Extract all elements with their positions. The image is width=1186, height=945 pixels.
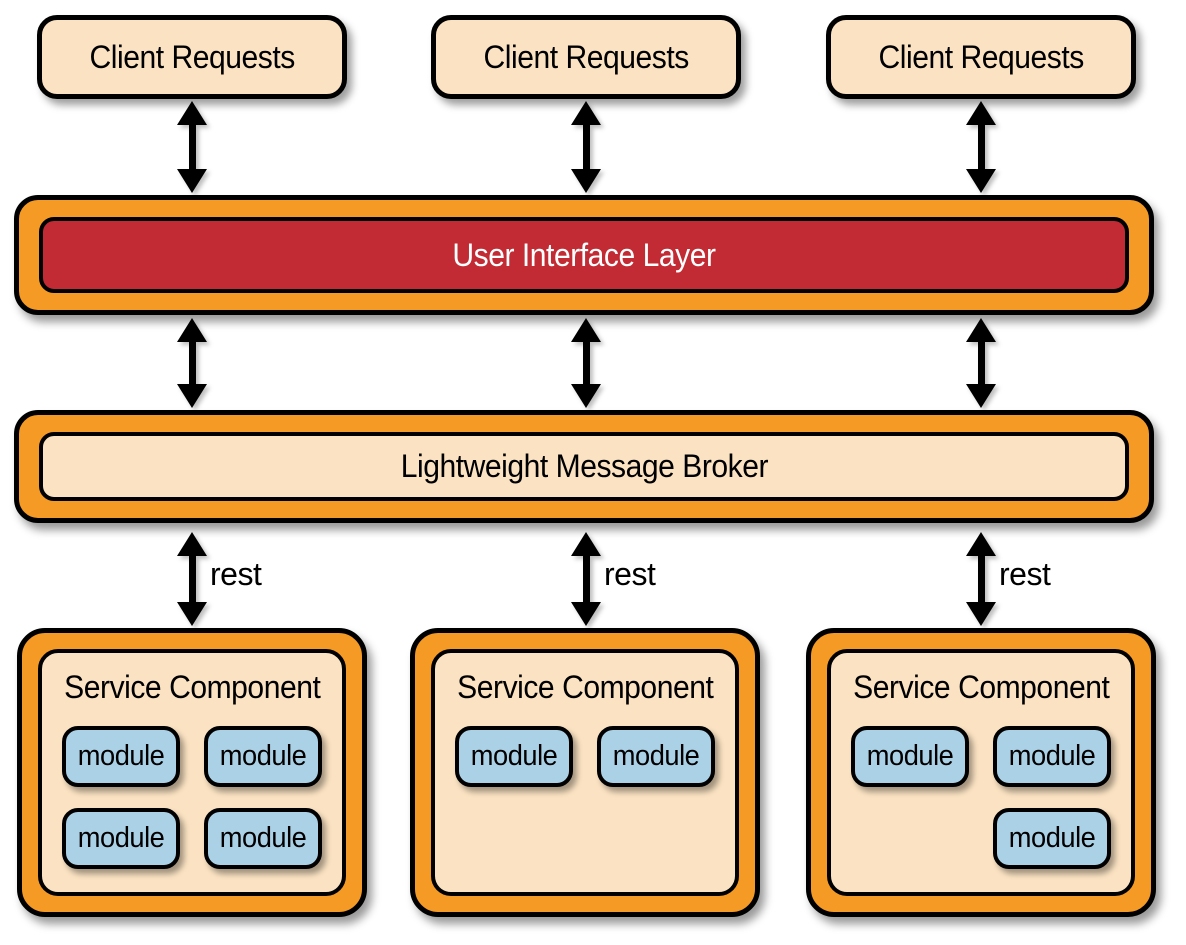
module-label: module	[866, 740, 954, 772]
arrowhead-up-icon	[177, 101, 207, 125]
client-requests-box-1: Client Requests	[37, 15, 347, 99]
double-arrow-icon	[571, 532, 601, 626]
double-arrow-icon	[571, 318, 601, 408]
service-component-title: Service Component	[63, 669, 321, 705]
message-broker-bar: Lightweight Message Broker	[39, 432, 1129, 501]
ui-layer-label: User Interface Layer	[452, 236, 716, 273]
module-box: module	[455, 726, 573, 787]
arrow-shaft	[977, 339, 985, 387]
module-box: module	[993, 808, 1111, 869]
arrow-shaft	[582, 553, 590, 605]
module-box: module	[62, 808, 180, 869]
module-label: module	[77, 822, 165, 854]
module-label: module	[612, 740, 700, 772]
rest-label: rest	[604, 556, 656, 592]
service-component-1: Service Component module module module m…	[17, 628, 367, 917]
service-component-2: Service Component module module	[410, 628, 760, 917]
module-label: module	[219, 822, 307, 854]
module-label: module	[1008, 740, 1096, 772]
arrow-shaft	[977, 553, 985, 605]
arrowhead-up-icon	[571, 101, 601, 125]
rest-label: rest	[999, 556, 1051, 592]
module-box: module	[993, 726, 1111, 787]
arrowhead-down-icon	[571, 384, 601, 408]
arrowhead-up-icon	[966, 101, 996, 125]
module-box: module	[851, 726, 969, 787]
double-arrow-icon	[966, 101, 996, 193]
arrow-shaft	[582, 339, 590, 387]
module-box: module	[597, 726, 715, 787]
service-component-title: Service Component	[852, 669, 1110, 705]
client-requests-box-2: Client Requests	[431, 15, 741, 99]
arrowhead-down-icon	[177, 384, 207, 408]
client-requests-box-3: Client Requests	[826, 15, 1136, 99]
module-box: module	[204, 808, 322, 869]
client-requests-label: Client Requests	[89, 38, 295, 75]
arrow-shaft	[188, 122, 196, 172]
service-component-inner: Service Component module module module	[827, 649, 1135, 896]
arrowhead-down-icon	[571, 602, 601, 626]
arrowhead-up-icon	[966, 318, 996, 342]
message-broker-container: Lightweight Message Broker	[14, 410, 1154, 523]
module-grid: module module	[455, 726, 715, 787]
double-arrow-icon	[966, 532, 996, 626]
service-component-inner: Service Component module module module m…	[38, 649, 346, 896]
service-component-3: Service Component module module module	[806, 628, 1156, 917]
module-grid: module module module	[851, 726, 1111, 869]
double-arrow-icon	[177, 101, 207, 193]
service-component-inner: Service Component module module	[431, 649, 739, 896]
rest-label: rest	[210, 556, 262, 592]
module-label: module	[1008, 822, 1096, 854]
arrow-shaft	[977, 122, 985, 172]
module-label: module	[219, 740, 307, 772]
ui-layer-bar: User Interface Layer	[39, 217, 1129, 293]
module-label: module	[77, 740, 165, 772]
arrowhead-down-icon	[966, 384, 996, 408]
module-box: module	[204, 726, 322, 787]
arrowhead-up-icon	[177, 532, 207, 556]
module-grid: module module module module	[62, 726, 322, 869]
arrowhead-down-icon	[177, 602, 207, 626]
arrowhead-down-icon	[177, 169, 207, 193]
double-arrow-icon	[177, 532, 207, 626]
double-arrow-icon	[966, 318, 996, 408]
arrowhead-down-icon	[571, 169, 601, 193]
service-component-title: Service Component	[456, 669, 714, 705]
arrowhead-up-icon	[966, 532, 996, 556]
module-box: module	[62, 726, 180, 787]
arrowhead-up-icon	[571, 318, 601, 342]
arrowhead-down-icon	[966, 169, 996, 193]
ui-layer-container: User Interface Layer	[14, 195, 1154, 315]
arrowhead-down-icon	[966, 602, 996, 626]
double-arrow-icon	[571, 101, 601, 193]
arrow-shaft	[188, 339, 196, 387]
client-requests-label: Client Requests	[878, 38, 1084, 75]
arrow-shaft	[188, 553, 196, 605]
arrowhead-up-icon	[571, 532, 601, 556]
message-broker-label: Lightweight Message Broker	[400, 448, 768, 484]
arrow-shaft	[582, 122, 590, 172]
arrowhead-up-icon	[177, 318, 207, 342]
client-requests-label: Client Requests	[483, 38, 689, 75]
double-arrow-icon	[177, 318, 207, 408]
module-label: module	[470, 740, 558, 772]
